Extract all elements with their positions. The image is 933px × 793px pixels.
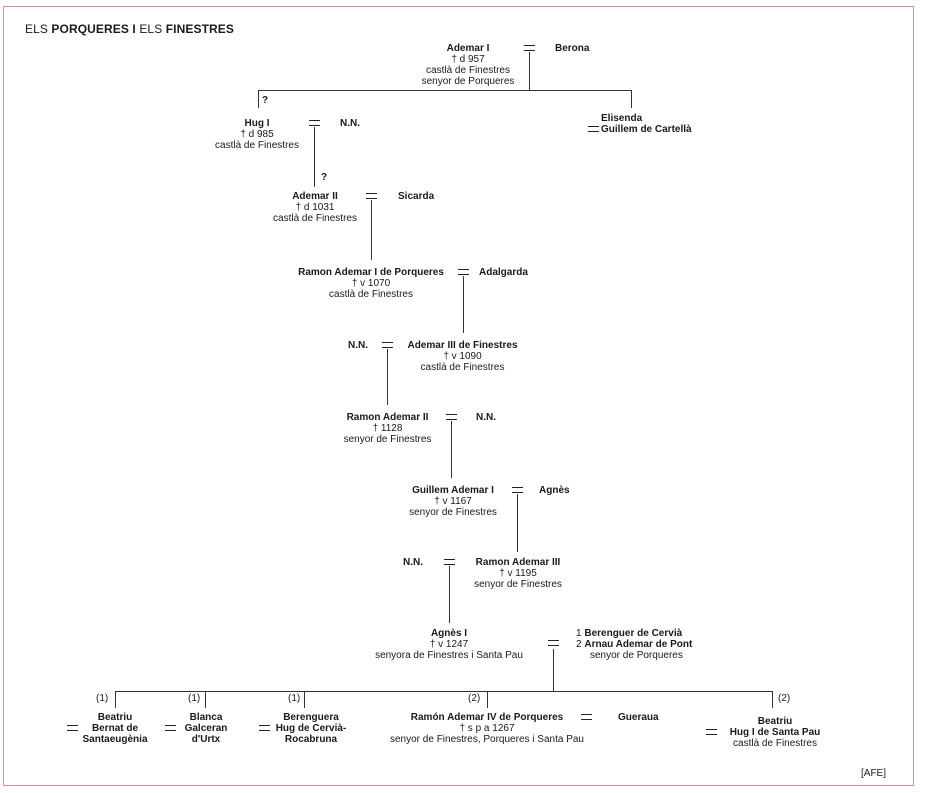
- descent-line: [463, 276, 464, 333]
- marriage-sign: [588, 126, 599, 132]
- marriage-sign: [382, 342, 393, 348]
- descent-line: [387, 349, 388, 405]
- spouse-sicarda: Sicarda: [398, 191, 435, 202]
- marriage-sign: [67, 725, 78, 731]
- marriage-sign: [458, 269, 469, 275]
- spouse-berenguer-de-cervia: 1 Berenguer de Cervià: [576, 628, 683, 639]
- descent-line: [553, 649, 554, 691]
- marriage-sign: [548, 640, 559, 646]
- person-ramon-ademar-iv: Ramón Ademar IV de Porqueres† s p a 1267…: [390, 712, 584, 745]
- marriage-sign: [309, 120, 320, 126]
- marriage-sign: [366, 193, 377, 199]
- spouse-agnes: Agnès: [539, 485, 570, 496]
- person-elisenda: Elisenda: [601, 113, 643, 124]
- descent-line: [449, 566, 450, 623]
- marriage-index: (1): [188, 693, 201, 704]
- marriage-sign: [259, 725, 270, 731]
- descent-line: [304, 691, 305, 708]
- marriage-sign: [165, 725, 176, 731]
- spouse-nn: N.N.: [476, 412, 496, 423]
- marriage-sign: [512, 487, 523, 493]
- descent-line: [631, 90, 632, 108]
- marriage-index: (1): [96, 693, 109, 704]
- descent-line: [487, 691, 488, 708]
- spouse-nn: N.N.: [340, 118, 360, 129]
- source-credit: [AFE]: [861, 768, 887, 779]
- marriage-sign: [446, 414, 457, 420]
- sibling-line: [258, 90, 631, 91]
- descent-line: [517, 494, 518, 552]
- descent-line: [314, 127, 315, 187]
- spouse-adalgarda: Adalgarda: [479, 267, 528, 278]
- descent-line: [529, 52, 530, 90]
- marriage-sign: [581, 714, 592, 720]
- descent-line: [115, 691, 116, 708]
- descent-line: [205, 691, 206, 708]
- spouse-arnau-ademar-de-pont: 2 Arnau Ademar de Pont: [576, 639, 693, 650]
- uncertain-mark: ?: [321, 172, 328, 183]
- marriage-index: (1): [288, 693, 301, 704]
- marriage-sign: [444, 559, 455, 565]
- descent-line: [258, 90, 259, 108]
- sibling-line: [115, 691, 772, 692]
- descent-line: [772, 691, 773, 708]
- marriage-sign: [524, 45, 535, 51]
- spouse-nn: N.N.: [348, 340, 368, 351]
- marriage-index: (2): [778, 693, 791, 704]
- marriage-index: (2): [468, 693, 481, 704]
- diagram-title: ELS PORQUERES I ELS FINESTRES: [25, 22, 234, 36]
- spouse-gueraua: Gueraua: [618, 712, 659, 723]
- marriage-sign: [706, 729, 717, 735]
- spouse-berona: Berona: [555, 43, 590, 54]
- descent-line: [451, 421, 452, 478]
- spouse-guillem-de-cartella: Guillem de Cartellà: [601, 124, 692, 135]
- spouse-title: senyor de Porqueres: [590, 650, 683, 661]
- spouse-nn: N.N.: [403, 557, 423, 568]
- diagram-frame: [3, 6, 914, 786]
- descent-line: [371, 200, 372, 260]
- uncertain-mark: ?: [262, 95, 269, 106]
